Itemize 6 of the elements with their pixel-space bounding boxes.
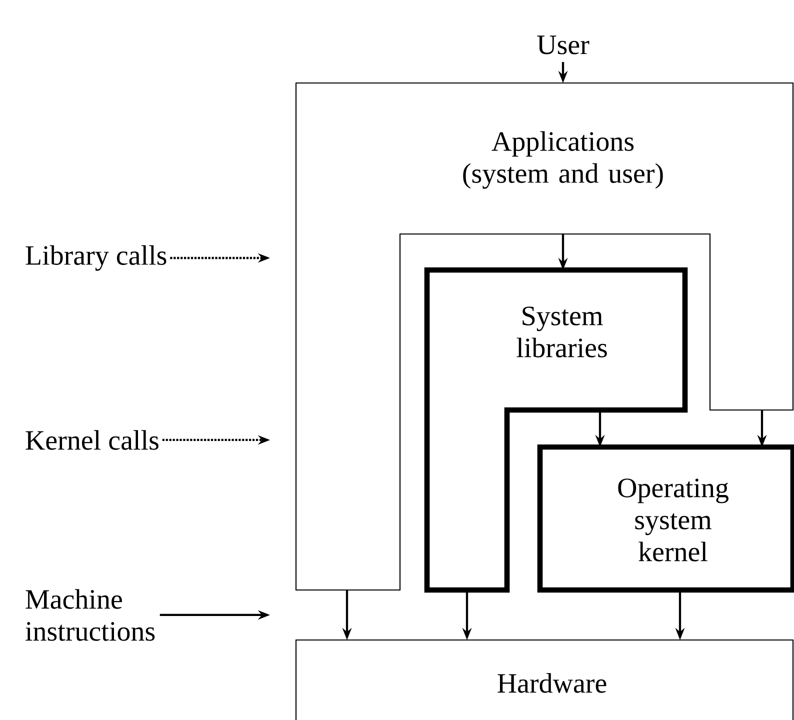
layer-label: Library calls	[26, 245, 166, 271]
layer-box: Hardware	[295, 639, 794, 720]
layer-label: User	[537, 36, 590, 54]
layer-box: Operating system kernel	[537, 444, 794, 593]
layer-label: Machine instructions	[26, 589, 155, 641]
layer-label: Kernel calls	[26, 430, 158, 450]
